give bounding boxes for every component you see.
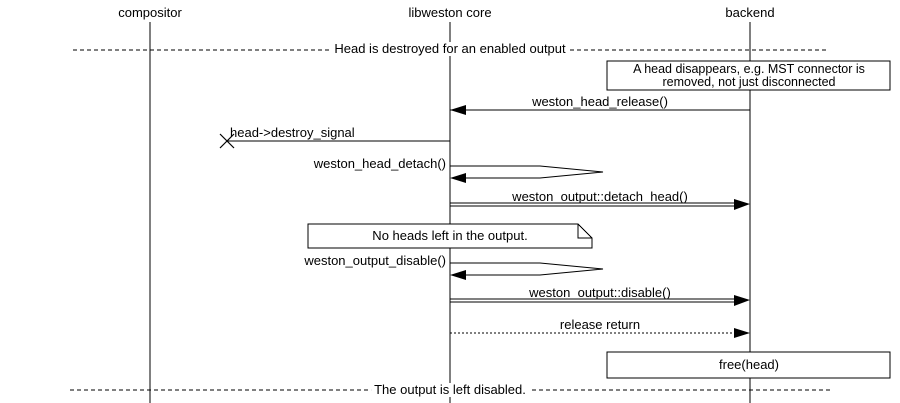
note-box-no-heads: [307, 223, 593, 249]
lost-message-arrow-destroy-signal: [219, 133, 450, 149]
message-label-destroy-signal: head->destroy_signal: [230, 125, 355, 140]
action-box-free-head: [606, 351, 891, 379]
message-label-output-detach-head: weston_output::detach_head(): [512, 189, 688, 204]
call-arrow-output-disable: [450, 295, 750, 306]
return-arrow-release-return: [450, 328, 750, 338]
self-message-arrow-output-disable: [450, 262, 604, 280]
message-label-output-disable-fn: weston_output_disable(): [304, 253, 446, 268]
message-arrow-head-release: [450, 105, 750, 115]
divider-top-label: Head is destroyed for an enabled output: [331, 42, 569, 56]
message-label-head-detach: weston_head_detach(): [313, 156, 446, 171]
action-label-free-head: free(head): [719, 357, 779, 372]
call-arrow-output-detach-head: [450, 199, 750, 210]
message-label-output-disable-method: weston_output::disable(): [529, 285, 671, 300]
note-head-disappears-line2: removed, not just disconnected: [662, 75, 836, 89]
participant-label-compositor: compositor: [118, 5, 182, 20]
self-message-arrow-head-detach: [450, 165, 604, 183]
participant-label-backend: backend: [725, 5, 775, 20]
message-label-head-release: weston_head_release(): [532, 94, 668, 109]
note-box-head-disappears: [606, 60, 891, 91]
participant-label-libweston-core: libweston core: [408, 5, 492, 20]
message-label-release-return: release return: [559, 317, 641, 332]
note-no-heads-label: No heads left in the output.: [372, 228, 528, 243]
divider-bottom-label: The output is left disabled.: [371, 383, 529, 397]
note-head-disappears-line1: A head disappears, e.g. MST connector is: [633, 62, 865, 76]
